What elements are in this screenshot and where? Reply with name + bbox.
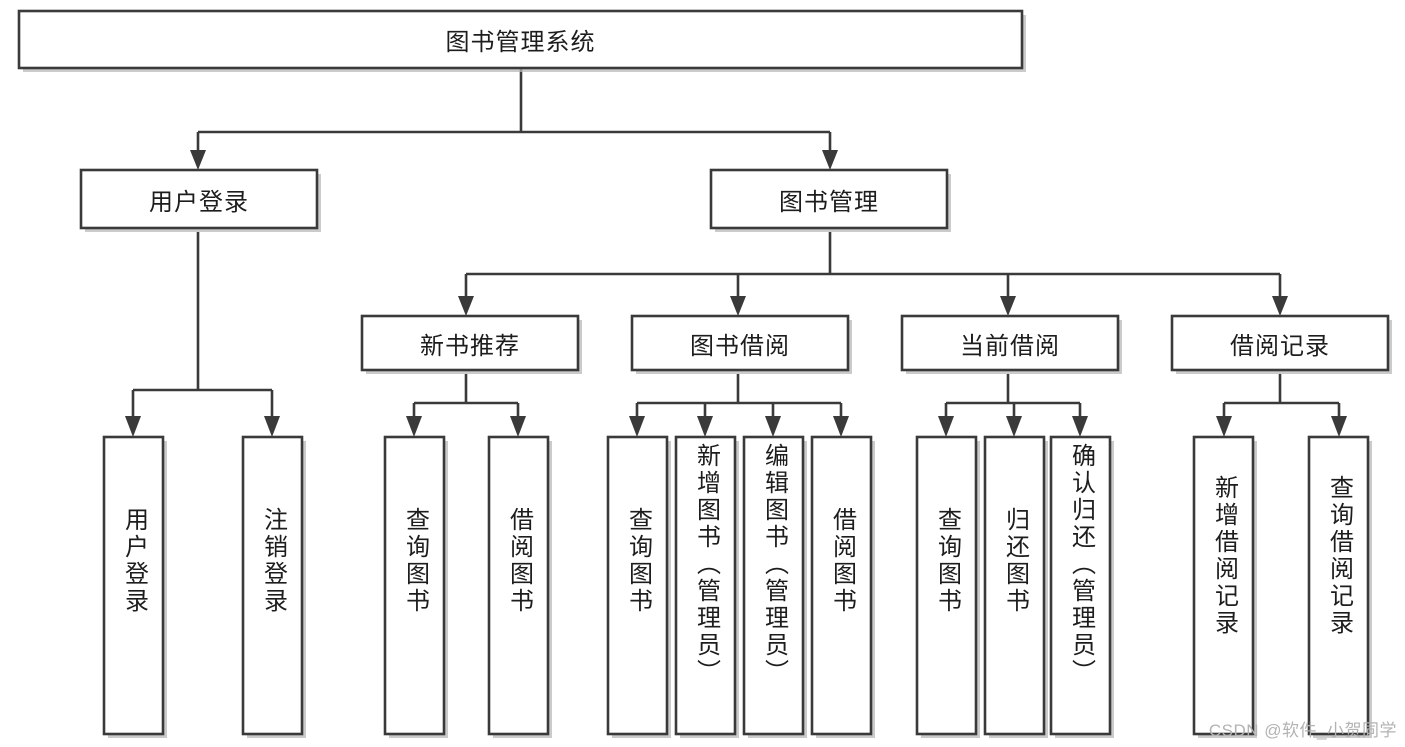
node-box-leaf-edit-book[interactable] <box>742 435 805 736</box>
node-box-new-book-recommend[interactable] <box>360 314 580 372</box>
arrowhead-leaf-edit-book <box>765 416 781 437</box>
arrowhead-leaf-borrow-book-1 <box>510 416 526 437</box>
arrowhead-leaf-add-record <box>1216 416 1232 437</box>
arrowhead-leaf-add-book <box>697 416 713 437</box>
node-box-group <box>17 9 1392 738</box>
arrowhead-leaf-query-book-3 <box>938 416 954 437</box>
node-box-leaf-query-record[interactable] <box>1307 435 1370 736</box>
node-box-leaf-confirm-return[interactable] <box>1049 435 1112 736</box>
arrowhead-user-login <box>190 150 206 170</box>
node-box-leaf-query-book-3[interactable] <box>915 435 978 736</box>
arrowhead-current-borrow <box>1000 296 1016 316</box>
arrowhead-leaf-return-book <box>1006 416 1022 437</box>
node-box-leaf-borrow-book-1[interactable] <box>487 435 550 736</box>
node-box-leaf-return-book[interactable] <box>983 435 1046 736</box>
arrowhead-leaf-user-login <box>125 416 141 437</box>
node-box-leaf-add-record[interactable] <box>1192 435 1255 736</box>
arrowhead-book-management <box>822 150 838 170</box>
arrowhead-new-book-recommend <box>458 296 474 316</box>
node-box-leaf-query-book-2[interactable] <box>606 435 669 736</box>
node-box-leaf-borrow-book-2[interactable] <box>810 435 873 736</box>
node-box-book-borrow[interactable] <box>630 314 850 372</box>
arrowhead-leaf-confirm-return <box>1072 416 1088 437</box>
node-box-leaf-add-book[interactable] <box>674 435 737 736</box>
node-box-root[interactable] <box>17 9 1024 70</box>
node-box-leaf-logout-login[interactable] <box>241 435 304 736</box>
csdn-watermark: CSDN @软件_小贺同学 <box>1208 721 1397 740</box>
node-box-leaf-query-book-1[interactable] <box>383 435 446 736</box>
node-box-leaf-user-login[interactable] <box>102 435 165 736</box>
node-box-user-login[interactable] <box>79 168 319 230</box>
node-box-book-management[interactable] <box>709 168 949 230</box>
arrowhead-book-borrow <box>730 296 746 316</box>
arrowhead-borrow-record <box>1272 296 1288 316</box>
arrowhead-leaf-query-record <box>1331 416 1347 437</box>
connector-group <box>125 68 1347 437</box>
node-box-borrow-record[interactable] <box>1170 314 1390 372</box>
arrowhead-leaf-borrow-book-2 <box>833 416 849 437</box>
arrowhead-leaf-query-book-1 <box>406 416 422 437</box>
arrowhead-leaf-logout-login <box>264 416 280 437</box>
arrowhead-leaf-query-book-2 <box>629 416 645 437</box>
node-box-current-borrow[interactable] <box>900 314 1120 372</box>
